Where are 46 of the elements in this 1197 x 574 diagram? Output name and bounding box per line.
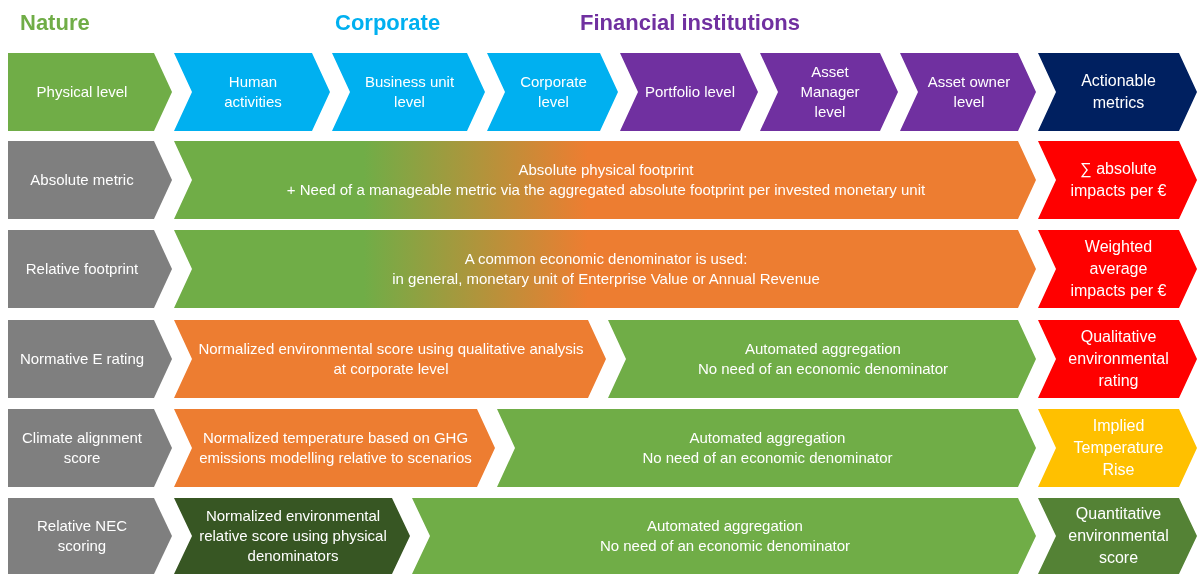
chevron-text: Normative E rating (19, 349, 145, 369)
chevron-shape (8, 141, 172, 219)
chevron-shape (8, 409, 172, 487)
chevron-text: Physical level (36, 82, 128, 102)
chevron-text: Portfolio level (644, 82, 735, 102)
chevron-text: No need of an economic denominator (599, 536, 851, 556)
chevron-text: Automated aggregation (689, 428, 846, 448)
chevron-text: Quantitative environmental score (1067, 504, 1170, 568)
chevron-text: No need of an economic denominator (697, 359, 949, 379)
chevron-shape (8, 230, 172, 308)
chevron-text: Climate alignment score (20, 428, 144, 468)
chevron-text: Automated aggregation (745, 339, 901, 359)
chevron-text: in general, monetary unit of Enterprise Value or Annual Revenue (392, 269, 820, 289)
chevron-text: + Need of a manageable metric via the aggregated absolute footprint per invested monetary unit (286, 180, 926, 200)
chevron-shape (1038, 409, 1197, 487)
chevron-text: Weighted average impacts per € (1069, 237, 1168, 301)
chevron-shape (1038, 320, 1197, 398)
column-heading: Nature (20, 10, 90, 36)
chevron-text: Automated aggregation (647, 516, 803, 536)
column-heading: Financial institutions (580, 10, 800, 36)
chevron-shape (1038, 498, 1197, 574)
chevron-text: Relative footprint (25, 259, 139, 279)
chevron-text: Asset owner level (926, 72, 1012, 112)
chevron-text: Normalized environmental score using qualitative analysis at corporate level (198, 339, 584, 379)
chevron-shape (1038, 230, 1197, 308)
chevron-text: Actionable metrics (1080, 71, 1157, 113)
chevron-shape (8, 498, 172, 574)
chevron-text: Normalized environmental relative score using physical denominators (198, 506, 388, 566)
chevron-text: Qualitative environmental rating (1067, 327, 1170, 391)
chevron-shape (1038, 53, 1197, 131)
chevron-text: Absolute physical footprint (518, 160, 694, 180)
chevron-shape (8, 320, 172, 398)
chevron-text: Asset Manager level (799, 62, 861, 122)
chevron-text: Implied Temperature Rise (1072, 416, 1165, 480)
chevron-text: Human activities (223, 72, 283, 112)
chevron-text: Relative NEC scoring (36, 516, 128, 556)
chevron-text: Corporate level (519, 72, 588, 112)
chevron-text: A common economic denominator is used: (464, 249, 748, 269)
chevron-text: ∑ absolute impacts per € (1069, 159, 1168, 201)
chevron-shape (1038, 141, 1197, 219)
chevron-text: Absolute metric (30, 170, 134, 190)
chevron-shape (8, 53, 172, 131)
chevron-text: No need of an economic denominator (642, 448, 893, 468)
column-heading: Corporate (335, 10, 441, 36)
chevron-text: Normalized temperature based on GHG emissions modelling relative to scenarios (198, 428, 473, 468)
chevron-text: Business unit level (363, 72, 456, 112)
